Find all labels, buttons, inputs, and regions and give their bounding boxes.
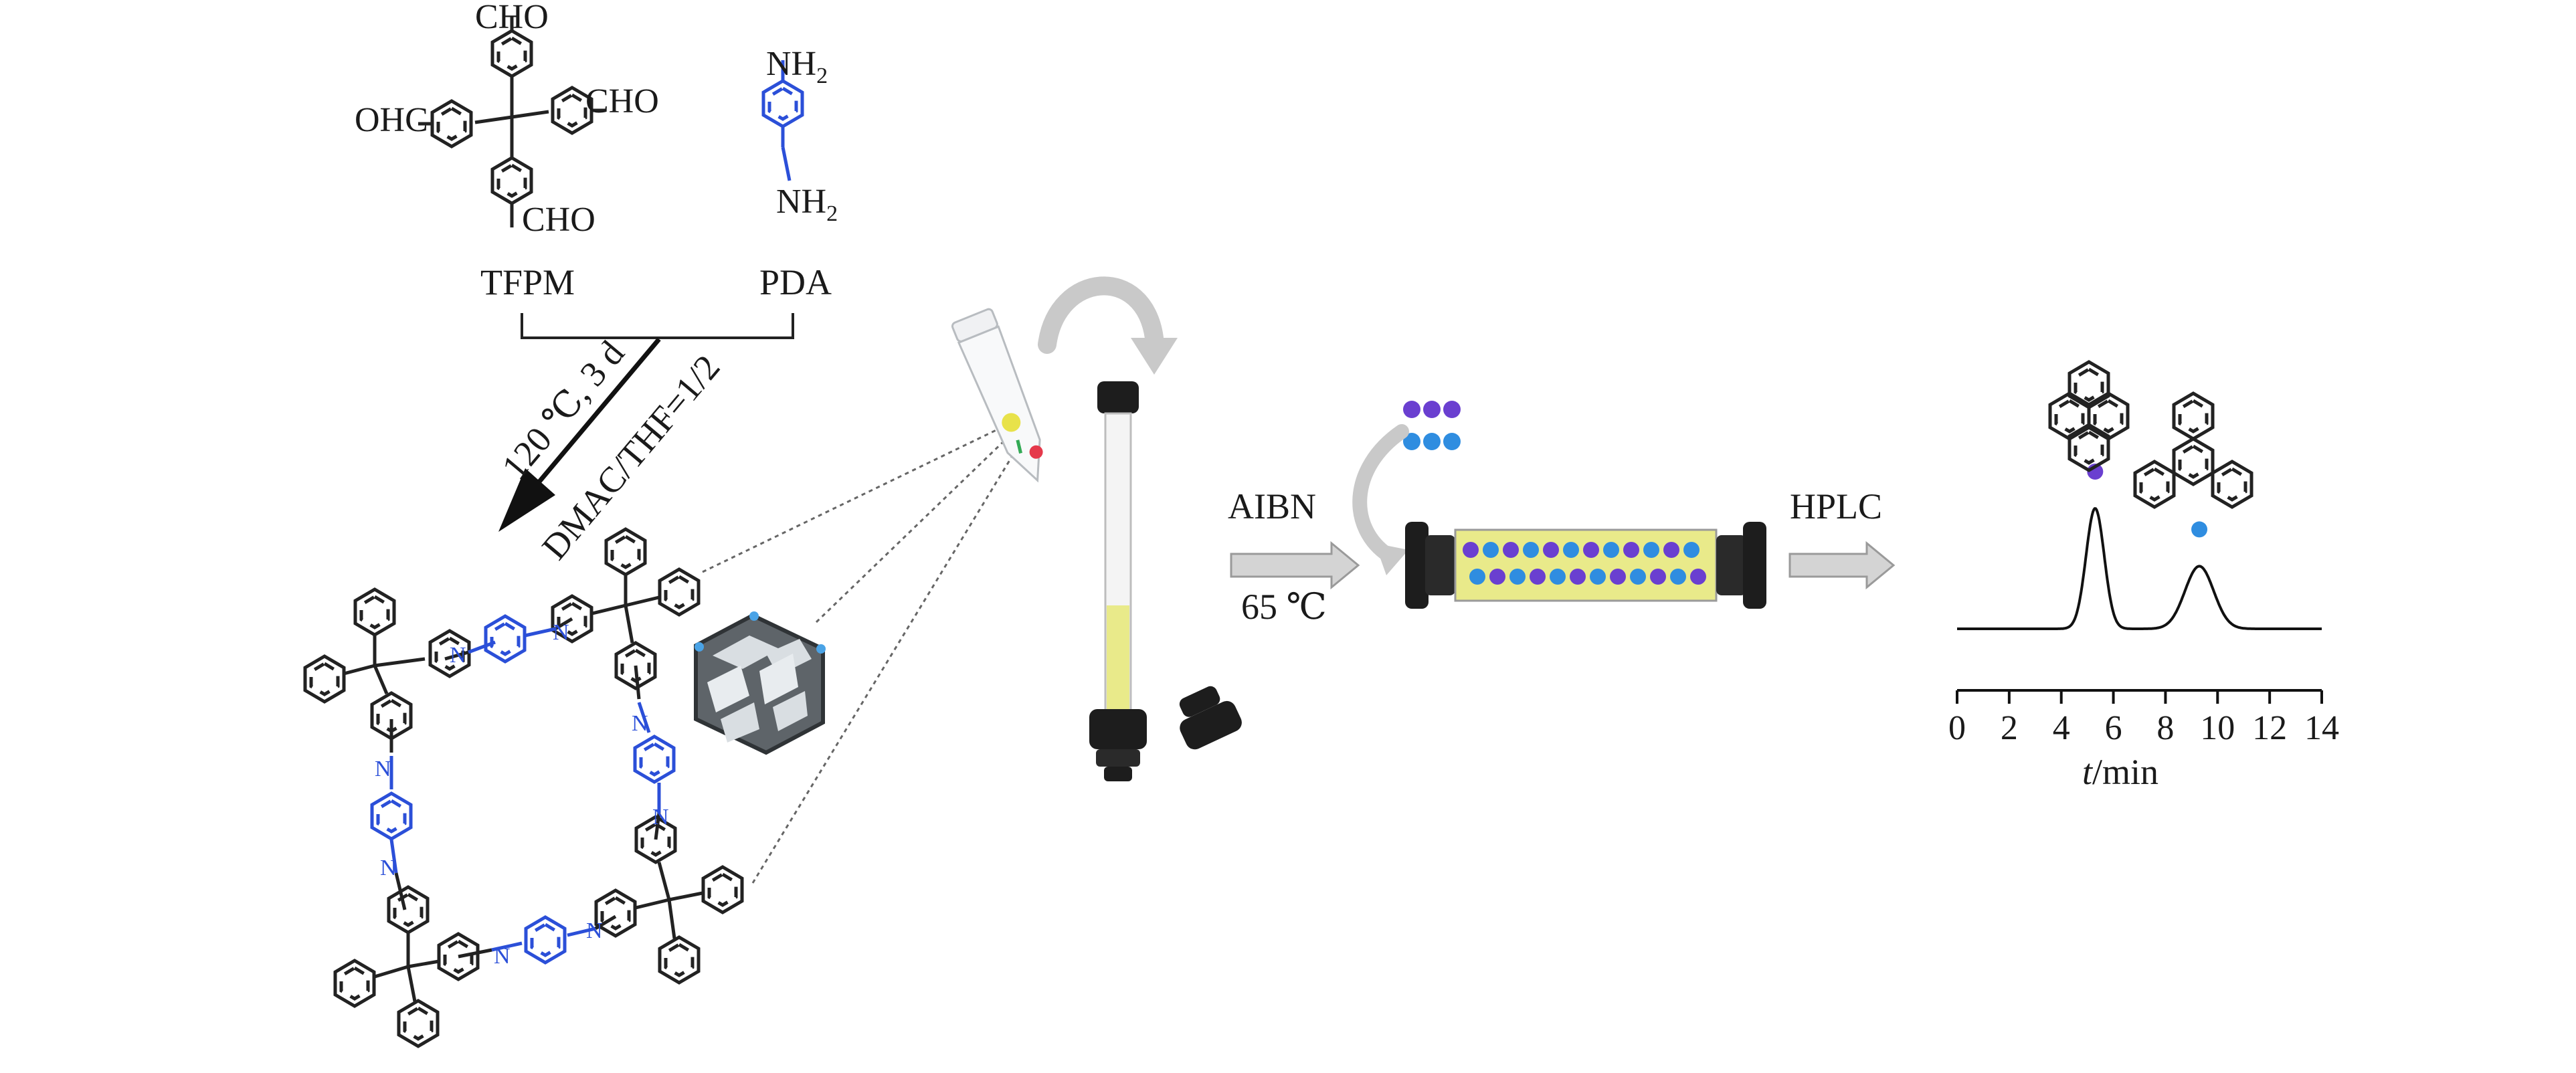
- pda-nh2-top: NH2: [766, 45, 828, 88]
- imine-n-bottom-1: N: [494, 944, 511, 969]
- tfpm-cho-top: CHO: [475, 0, 549, 36]
- pda-structure: [763, 60, 802, 181]
- x-tick-label: 12: [2252, 709, 2287, 747]
- hplc-step-arrow: [1788, 541, 1896, 590]
- column-dot: [1690, 569, 1706, 585]
- column-dot: [1603, 542, 1619, 558]
- column-dot: [1489, 569, 1505, 585]
- x-tick-label: 4: [2053, 709, 2070, 747]
- column-dot: [1570, 569, 1586, 585]
- x-tick-label: 6: [2105, 709, 2122, 747]
- reaction-bracket: [521, 313, 794, 339]
- analyte-dots-icon: [1403, 401, 1461, 450]
- column-dot: [1530, 569, 1546, 585]
- x-tick-label: 10: [2200, 709, 2235, 747]
- column-dot: [1630, 569, 1646, 585]
- column-dot: [1683, 542, 1699, 558]
- column-dot: [1503, 542, 1519, 558]
- x-tick-label: 2: [2001, 709, 2018, 747]
- column-dot: [1463, 542, 1479, 558]
- aibn-step-arrow: [1230, 541, 1360, 590]
- loading-curved-arrow-head: [1375, 543, 1408, 575]
- column-dot: [1590, 569, 1606, 585]
- pyrene-icon: [2050, 362, 2128, 470]
- column-dot: [1509, 569, 1526, 585]
- column-dot: [1670, 569, 1686, 585]
- centrifuge-tube-icon: [951, 308, 1043, 483]
- packed-column-icon: [1405, 522, 1766, 609]
- column-dot: [1483, 542, 1499, 558]
- column-analyte-dots: [1463, 542, 1706, 585]
- reaction-arrow-shaft: [523, 337, 661, 500]
- x-tick-label: 0: [1948, 709, 1966, 747]
- column-dot: [1663, 542, 1679, 558]
- column-dot: [1650, 569, 1666, 585]
- tfpm-label: TFPM: [480, 262, 575, 302]
- column-dot: [1610, 569, 1626, 585]
- pda-nh2-bottom: NH2: [776, 183, 838, 226]
- x-tick-label: 14: [2304, 709, 2339, 747]
- tfpm-ohc-left: OHC: [355, 101, 428, 139]
- column-dot: [1643, 542, 1659, 558]
- step2-label-top: HPLC: [1790, 486, 1882, 526]
- column-packing-icon: [1089, 381, 1242, 781]
- imine-n-right-1: N: [632, 711, 648, 736]
- imine-n-left-1: N: [375, 757, 391, 781]
- imine-n-right-2: N: [652, 805, 669, 830]
- column-dot: [1563, 542, 1579, 558]
- triphenylene-icon: [2135, 393, 2251, 507]
- imine-n-top-1: N: [450, 643, 466, 668]
- imine-n-left-2: N: [380, 856, 397, 880]
- loading-curved-arrow: [1352, 424, 1409, 563]
- column-dot: [1550, 569, 1566, 585]
- step1-label-bottom: 65 ℃: [1241, 587, 1327, 627]
- imine-n-top-2: N: [553, 620, 569, 645]
- pda-label: PDA: [759, 262, 832, 302]
- zoom-dashed-lines: [702, 427, 1018, 884]
- column-dot: [1623, 542, 1639, 558]
- tfpm-cho-right: CHO: [585, 82, 659, 120]
- chromatogram-trace: [1957, 507, 2322, 630]
- column-dot: [1583, 542, 1599, 558]
- column-dot: [1523, 542, 1539, 558]
- transfer-curved-arrow: [1038, 276, 1164, 354]
- tfpm-cho-bottom: CHO: [522, 201, 595, 239]
- column-dot: [1543, 542, 1559, 558]
- cof-framework: N N N N N N N N: [305, 529, 742, 1046]
- tfpm-structure: [418, 17, 606, 227]
- column-dot: [1469, 569, 1485, 585]
- step1-label-top: AIBN: [1228, 486, 1316, 526]
- reaction-arrow-head: [498, 468, 555, 532]
- peak-marker-2: [2191, 521, 2208, 538]
- cof-3d-model-icon: [694, 611, 826, 755]
- imine-n-bottom-2: N: [586, 918, 603, 943]
- transfer-curved-arrow-head: [1131, 338, 1178, 375]
- x-axis-label: t/min: [2082, 752, 2158, 792]
- x-tick-label: 8: [2156, 709, 2174, 747]
